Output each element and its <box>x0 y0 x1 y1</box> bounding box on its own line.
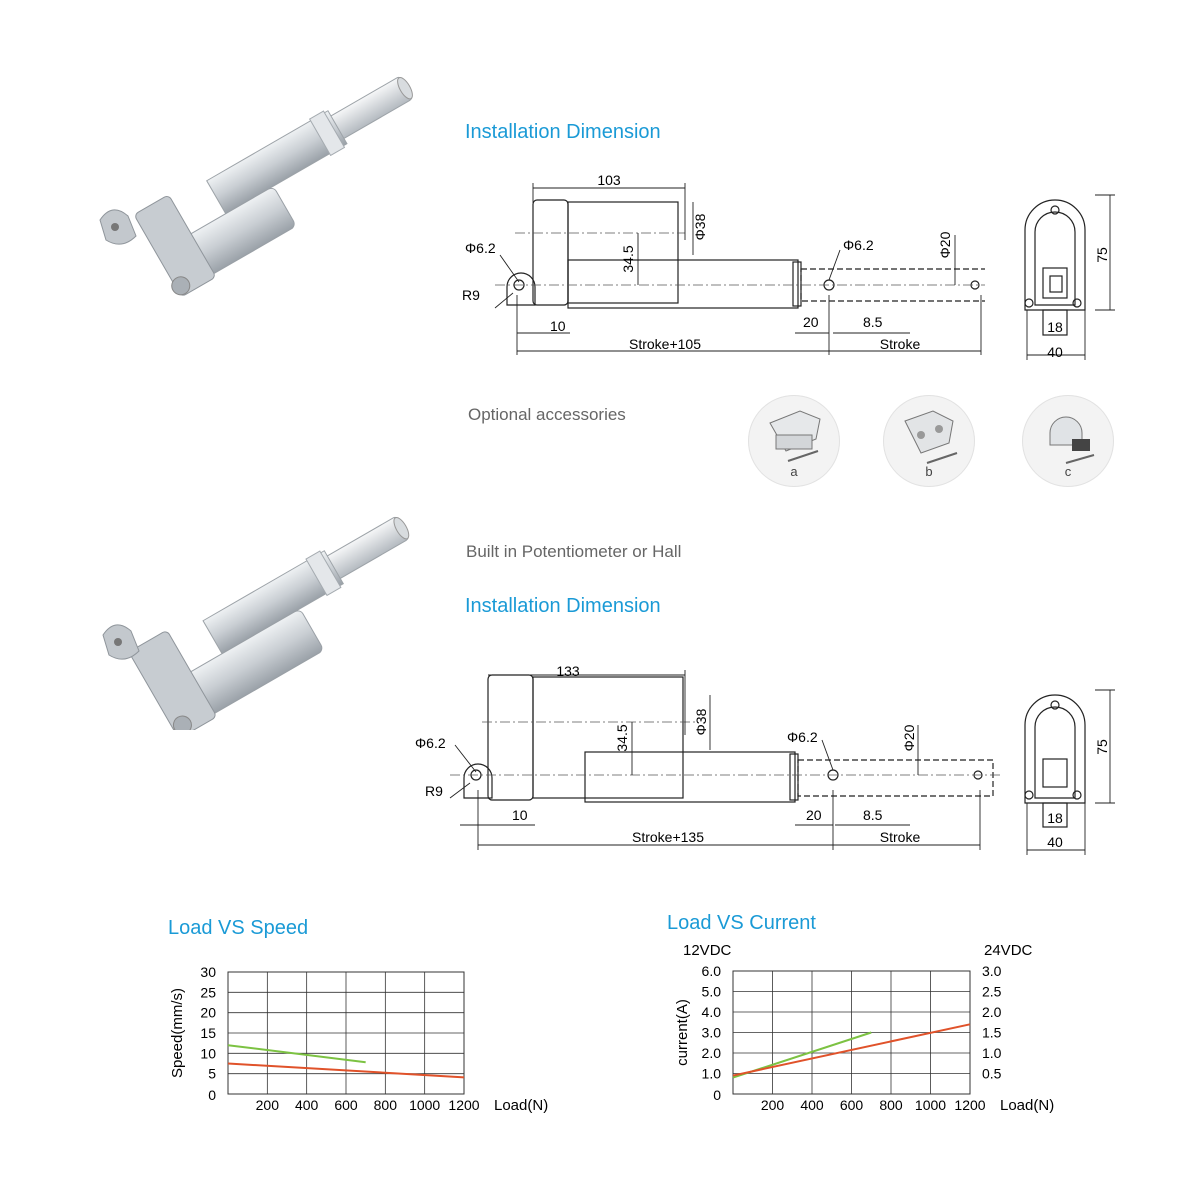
y2-tick-label: 2.5 <box>982 984 1002 1000</box>
accessory-a: a <box>748 395 840 487</box>
x-axis-label: Load(N) <box>494 1097 548 1114</box>
y-axis-label: Speed(mm/s) <box>169 988 186 1078</box>
accessory-b-label: b <box>925 464 933 479</box>
x-tick-label: 600 <box>840 1097 864 1113</box>
dim-stroke-total: Stroke+105 <box>629 336 701 352</box>
dim2-radius: R9 <box>425 783 443 799</box>
x-tick-label: 1200 <box>954 1097 985 1113</box>
y-tick-label: 0 <box>208 1087 216 1103</box>
actuator-photo-1 <box>99 76 413 296</box>
dim2-axis-offset: 34.5 <box>614 724 630 751</box>
x-tick-label: 200 <box>761 1097 785 1113</box>
dim-stroke: Stroke <box>880 336 921 352</box>
chart2-title: Load VS Current <box>667 912 816 934</box>
end-view-2: 75 18 40 <box>1024 689 1115 855</box>
y-tick-label: 5 <box>208 1066 216 1082</box>
dim-motor-diameter: Φ38 <box>692 213 708 240</box>
y2-tick-label: 0.5 <box>982 1066 1002 1082</box>
x-tick-label: 400 <box>295 1097 319 1113</box>
y-axis-label: current(A) <box>674 999 691 1066</box>
series-line-2 <box>227 1062 465 1079</box>
dim-20: 20 <box>803 314 819 330</box>
dim-axis-offset: 34.5 <box>620 245 636 272</box>
actuator-photo-2 <box>102 516 410 730</box>
x-tick-label: 1000 <box>915 1097 946 1113</box>
plate-bracket-icon <box>904 410 958 464</box>
y-tick-label: 10 <box>200 1045 216 1061</box>
series-line-2 <box>732 1023 971 1077</box>
dimension-drawing-1: 103 Φ38 34.5 Φ6.2 R9 Φ20 Φ6.2 10 20 8.5 … <box>462 172 985 355</box>
dim2-20: 20 <box>806 807 822 823</box>
dim-end-40: 40 <box>1047 344 1063 360</box>
section2-subtitle: Built in Potentiometer or Hall <box>466 542 682 561</box>
x-tick-label: 800 <box>374 1097 398 1113</box>
y2-tick-label: 2.0 <box>982 1004 1002 1020</box>
y2-tick-label: 3.0 <box>982 963 1002 979</box>
section2-heading: Installation Dimension <box>465 595 661 617</box>
clamp-icon <box>1049 416 1095 464</box>
accessory-b: b <box>883 395 975 487</box>
y-tick-label: 4.0 <box>702 1004 722 1020</box>
dim-end-height: 75 <box>1094 247 1110 263</box>
y2-tick-label: 1.0 <box>982 1045 1002 1061</box>
dim2-body-length: 133 <box>556 663 580 679</box>
dim2-10: 10 <box>512 807 528 823</box>
y-tick-label: 2.0 <box>702 1045 722 1061</box>
y-tick-label: 3.0 <box>702 1025 722 1041</box>
dim-rod-diameter: Φ20 <box>937 231 953 258</box>
x-tick-label: 600 <box>334 1097 358 1113</box>
x-tick-label: 1000 <box>409 1097 440 1113</box>
accessories-title: Optional accessories <box>468 405 626 424</box>
x-tick-label: 800 <box>879 1097 903 1113</box>
x-axis-label: Load(N) <box>1000 1097 1054 1114</box>
dim-8-5: 8.5 <box>863 314 883 330</box>
end-view-1: 75 18 40 <box>1024 194 1115 360</box>
chart1-title: Load VS Speed <box>168 917 309 939</box>
dim2-hole-right: Φ6.2 <box>787 729 818 745</box>
x-tick-label: 400 <box>800 1097 824 1113</box>
y1-axis-title: 12VDC <box>683 942 732 959</box>
dim-hole-left: Φ6.2 <box>465 240 496 256</box>
y-tick-label: 30 <box>200 964 216 980</box>
y-tick-label: 1.0 <box>702 1066 722 1082</box>
accessory-c-label: c <box>1064 464 1072 479</box>
dim-10: 10 <box>550 318 566 334</box>
accessory-a-label: a <box>790 464 798 479</box>
dim-end-18: 18 <box>1047 319 1063 335</box>
load-speed-chart: 200 400 600 800 1000 1200 Load(N) 0 5 10 15 20 25 30S… <box>169 964 548 1114</box>
dim2-hole-left: Φ6.2 <box>415 735 446 751</box>
dim-body-length: 103 <box>597 172 621 188</box>
dim2-end-height: 75 <box>1094 739 1110 755</box>
x-tick-label: 200 <box>256 1097 280 1113</box>
y-tick-label: 20 <box>200 1005 216 1021</box>
dim2-motor-diameter: Φ38 <box>693 708 709 735</box>
accessory-c: c <box>1022 395 1114 487</box>
y-tick-label: 0 <box>713 1087 721 1103</box>
dimension-drawing-2: 133 Φ38 34.5 Φ6.2 R9 Φ20 Φ6.2 10 20 8.5 … <box>415 663 1000 850</box>
dim-radius: R9 <box>462 287 480 303</box>
dim2-stroke-total: Stroke+135 <box>632 829 704 845</box>
section1-heading: Installation Dimension <box>465 121 661 143</box>
y-tick-label: 15 <box>200 1025 216 1041</box>
dim2-rod-diameter: Φ20 <box>901 724 917 751</box>
y2-axis-title: 24VDC <box>984 942 1033 959</box>
dim2-stroke: Stroke <box>880 829 921 845</box>
y2-tick-label: 1.5 <box>982 1025 1002 1041</box>
load-current-chart: 200 400 600 800 1000 1200 Load(N) 0 1.0 2.0 3.0 4.0… <box>674 942 1054 1114</box>
y-tick-label: 6.0 <box>702 963 722 979</box>
dim-hole-right: Φ6.2 <box>843 237 874 253</box>
series-line-1 <box>227 1044 366 1064</box>
dim2-end-40: 40 <box>1047 834 1063 850</box>
y-tick-label: 25 <box>200 984 216 1000</box>
dim2-8-5: 8.5 <box>863 807 883 823</box>
dim2-end-18: 18 <box>1047 810 1063 826</box>
bracket-icon <box>769 410 821 462</box>
y-tick-label: 5.0 <box>702 984 722 1000</box>
x-tick-label: 1200 <box>448 1097 479 1113</box>
